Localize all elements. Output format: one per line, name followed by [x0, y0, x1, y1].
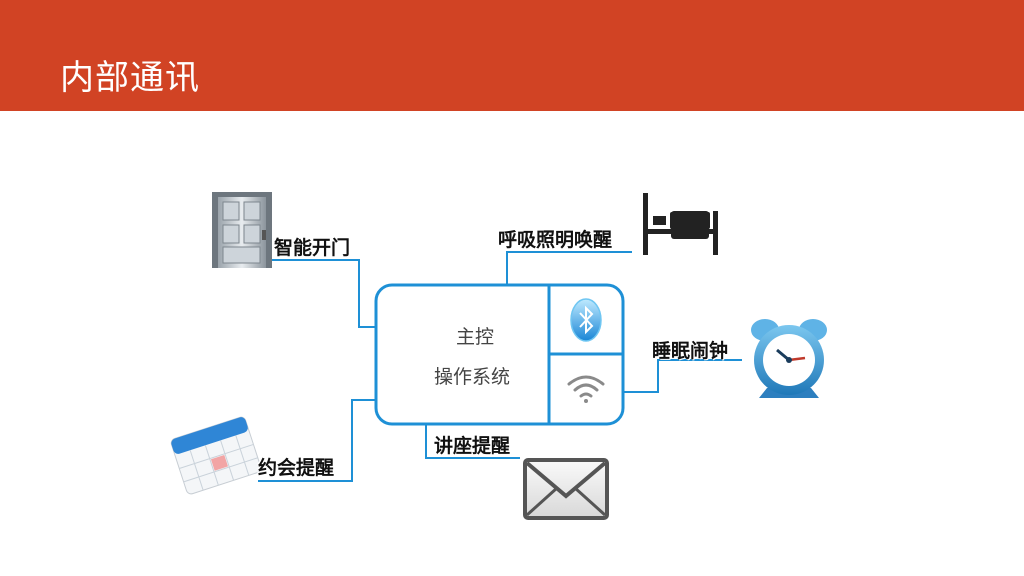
page-title: 内部通讯 — [60, 58, 200, 98]
bed-icon — [643, 193, 718, 255]
hub-title: 主控 — [455, 326, 494, 348]
connector-mail — [425, 424, 520, 459]
connector-calendar — [258, 399, 376, 482]
hub-subtitle: 操作系统 — [433, 366, 510, 388]
header-bar — [0, 0, 1024, 111]
alarm-clock-icon — [751, 319, 827, 398]
label-smart-door: 智能开门 — [274, 237, 351, 259]
label-appointment-reminder: 约会提醒 — [258, 457, 335, 479]
connector-light — [506, 251, 632, 285]
label-lecture-reminder: 讲座提醒 — [434, 435, 511, 457]
wifi-icon — [567, 375, 605, 403]
label-breathing-light: 呼吸照明唤醒 — [498, 229, 613, 251]
calendar-icon — [170, 416, 262, 495]
label-sleep-alarm: 睡眠闹钟 — [652, 340, 729, 362]
door-icon — [212, 192, 272, 268]
mail-icon — [523, 458, 609, 520]
hub-box — [374, 283, 625, 426]
connector-alarm — [622, 359, 742, 393]
connector-lines — [258, 251, 742, 482]
bluetooth-icon — [570, 298, 602, 342]
connector-door — [272, 259, 377, 328]
